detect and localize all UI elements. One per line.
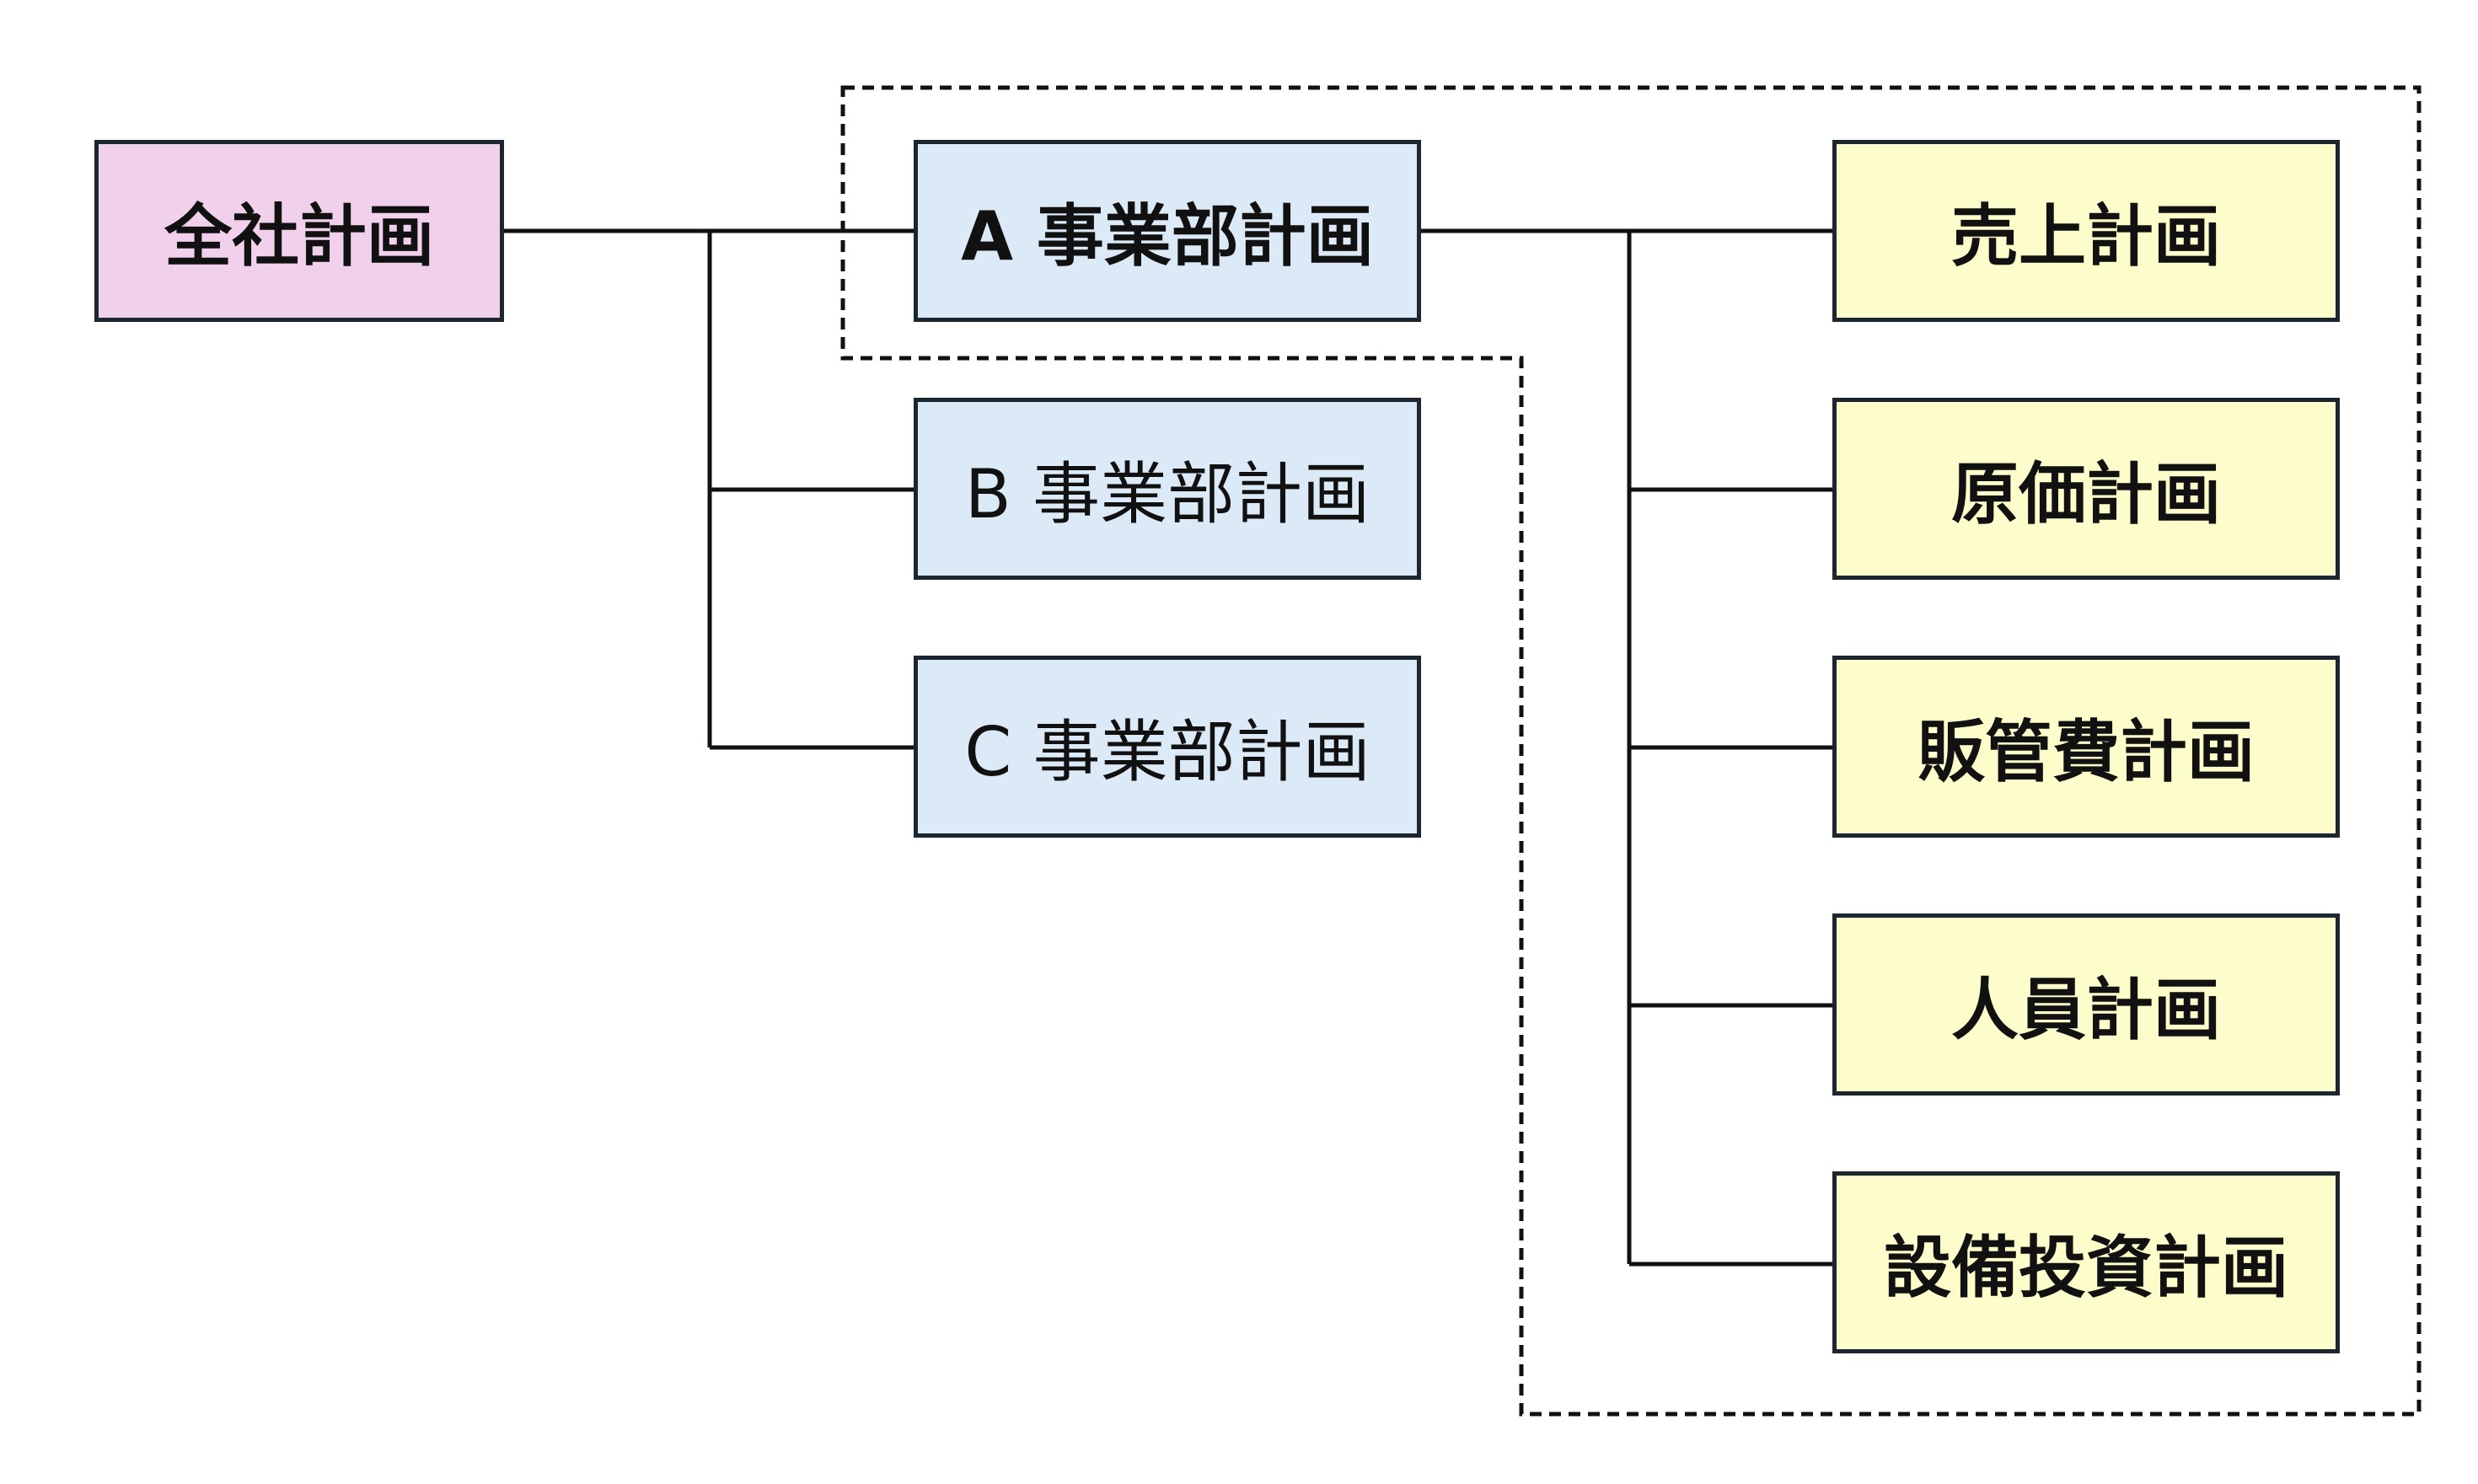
plan-label-capex: 設備投資計画 (1884, 1229, 2288, 1307)
plan-label-headcount: 人員計画 (1951, 971, 2221, 1049)
scope-dashed-outline (840, 85, 2422, 1417)
plan-label-sales: 売上計画 (1951, 197, 2221, 276)
plan-node-sales: 売上計画 (1832, 140, 2340, 322)
division-node-a: A 事業部計画 (914, 140, 1421, 322)
plan-node-headcount: 人員計画 (1832, 913, 2340, 1096)
root-node: 全社計画 (94, 140, 504, 322)
division-label-c: C 事業部計画 (964, 713, 1370, 791)
division-label-a: A 事業部計画 (961, 197, 1374, 276)
plan-label-cost: 原価計画 (1951, 455, 2221, 533)
division-label-b: B 事業部計画 (964, 455, 1370, 533)
plan-node-cost: 原価計画 (1832, 398, 2340, 580)
root-label: 全社計画 (164, 197, 434, 276)
division-node-b: B 事業部計画 (914, 398, 1421, 580)
plan-node-capex: 設備投資計画 (1832, 1171, 2340, 1353)
plan-node-sga: 販管費計画 (1832, 656, 2340, 838)
division-node-c: C 事業部計画 (914, 656, 1421, 838)
plan-label-sga: 販管費計画 (1918, 713, 2255, 791)
